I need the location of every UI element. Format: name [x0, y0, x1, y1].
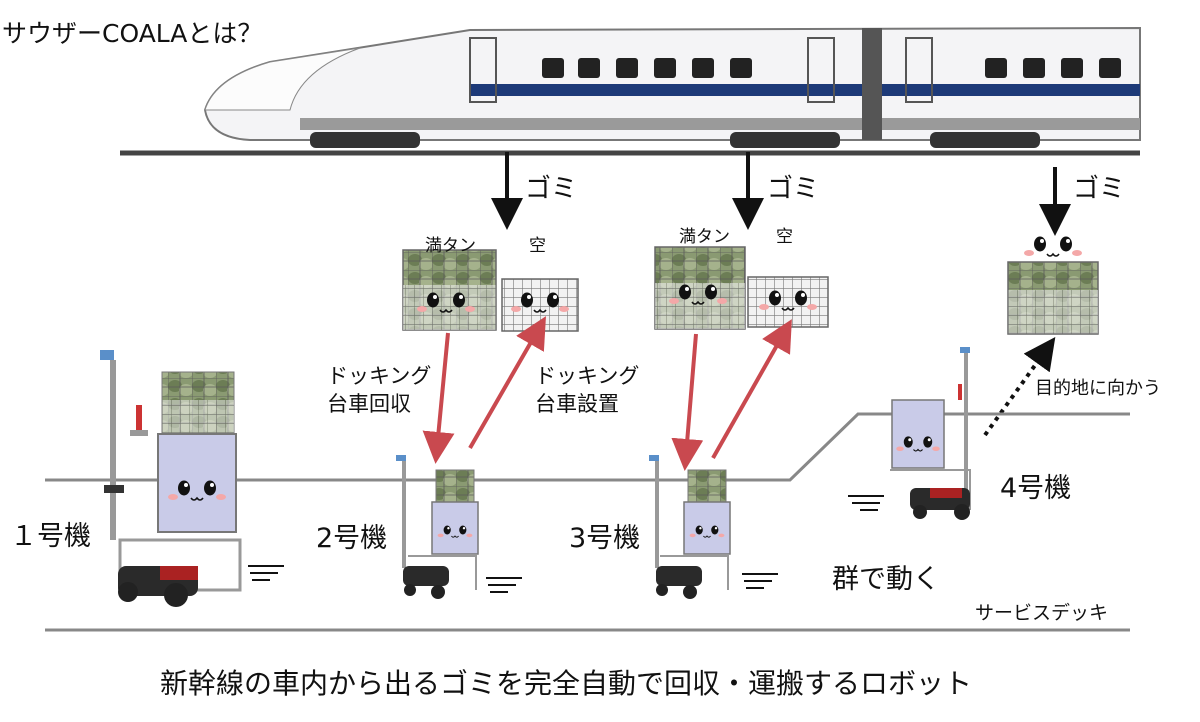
trash-label-2: ゴミ: [767, 174, 820, 204]
unit-4-label: 4号機: [1000, 473, 1072, 504]
unit-2-label: 2号機: [316, 523, 388, 554]
full-bin-label-2: 満タン: [679, 227, 730, 247]
install-arrow-2: [711, 319, 792, 459]
motion-lines-2: [486, 577, 522, 593]
motion-lines-4: [848, 495, 884, 511]
robot-unit-1: [100, 350, 242, 607]
robot-unit-2: [396, 455, 479, 599]
full-bin-label-1: 満タン: [425, 236, 476, 256]
caption: 新幹線の車内から出るゴミを完全自動で回収・運搬するロボット: [160, 667, 973, 700]
install-arrow-1: [468, 316, 546, 449]
trash-label-3: ゴミ: [1073, 174, 1126, 204]
page-title: サウザーCOALAとは？: [2, 19, 263, 48]
motion-lines-1: [248, 565, 284, 581]
collect-arrow-1: [422, 332, 455, 464]
full-bin-1: [402, 249, 497, 331]
empty-bin-1: [501, 278, 579, 332]
collect-label-line-1: ドッキング: [327, 364, 432, 388]
robot-unit-4: [890, 347, 971, 520]
empty-bin-label-2: 空: [776, 227, 793, 247]
destination-label: 目的地に向かう: [1035, 378, 1161, 399]
install-label-line-1: ドッキング: [535, 364, 640, 388]
full-bin-2: [654, 246, 746, 330]
shinkansen-train: [120, 26, 1141, 156]
empty-bin-2: [747, 276, 829, 328]
trash-label-1: ゴミ: [525, 174, 578, 204]
empty-bin-label-1: 空: [529, 236, 546, 256]
service-deck-label: サービスデッキ: [975, 602, 1109, 624]
unit-1-label: １号機: [10, 521, 91, 552]
service-deck-lines: [45, 412, 1130, 632]
collect-arrow-2: [671, 333, 704, 471]
collect-label-line-2: 台車回収: [327, 392, 411, 416]
unit-3-label: 3号機: [569, 523, 641, 554]
swarm-label: 群で動く: [832, 564, 940, 595]
install-label-line-2: 台車設置: [535, 392, 619, 416]
robot-unit-3: [649, 455, 731, 599]
bin-3: [1007, 235, 1099, 335]
motion-lines-3: [742, 573, 778, 589]
